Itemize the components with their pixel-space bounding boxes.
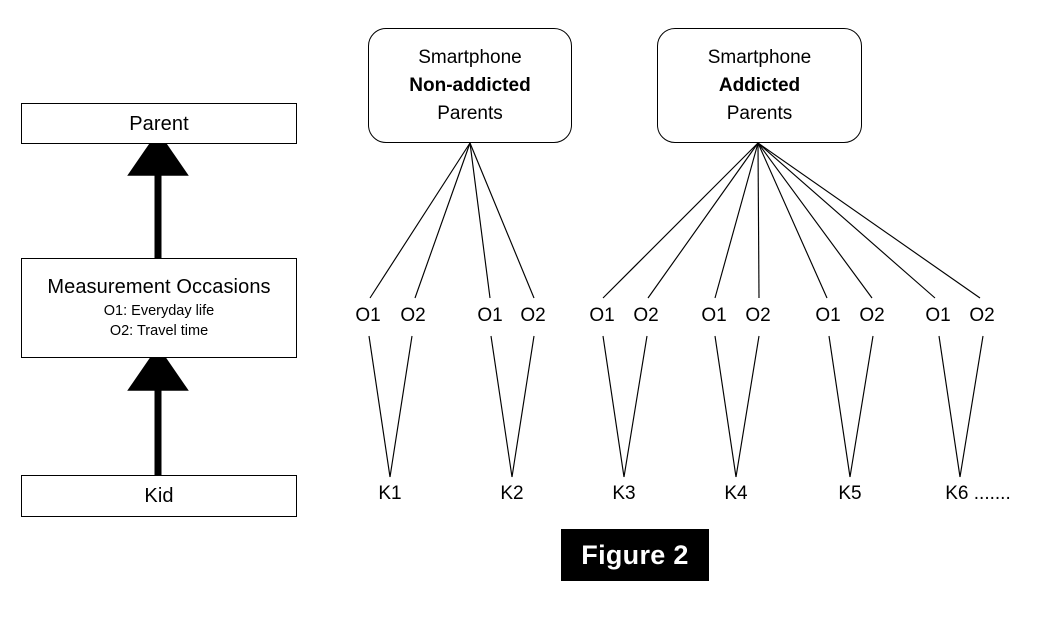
occasion-label: O1 [815,305,841,326]
fan-non-addicted [369,142,535,299]
occasion-label: O2 [400,305,426,326]
occasion-to-kid-links [368,335,984,478]
level-box-occasion-o1-definition: O1: Everyday life [103,303,215,319]
kid-label: K5 [838,483,862,504]
kid-label: K1 [378,483,402,504]
occasion-label: O1 [925,305,951,326]
group-box-addicted-line1: Smartphone [707,46,812,68]
level-box-occasion-o2-definition: O2: Travel time [109,323,209,339]
group-box-non-addicted-line1: Smartphone [418,46,522,68]
level-box-parent: Parent [21,103,297,144]
occasion-label: O1 [477,305,503,326]
kid-label: K2 [500,483,524,504]
occasion-label: O1 [701,305,727,326]
fan-addicted [602,142,981,299]
group-box-non-addicted-line2: Non-addicted [409,74,531,96]
group-box-addicted-parents: Smartphone Addicted Parents [657,28,862,143]
group-box-addicted-line3: Parents [726,102,793,124]
occasion-label: O1 [589,305,615,326]
figure-caption-label: Figure 2 [581,539,689,570]
occasion-label: O2 [859,305,885,326]
level-box-kid-title: Kid [144,485,174,507]
level-box-parent-title: Parent [129,112,189,135]
occasion-label: O2 [745,305,771,326]
occasion-label: O2 [969,305,995,326]
group-box-non-addicted-line3: Parents [437,102,503,124]
level-box-kid: Kid [21,475,297,517]
occasion-label: O2 [633,305,659,326]
level-box-measurement-occasions: Measurement Occasions O1: Everyday life … [21,258,297,358]
kid-label: K3 [612,483,636,504]
kid-label: K4 [724,483,748,504]
level-box-measurement-occasions-title: Measurement Occasions [47,276,271,298]
group-box-addicted-line2: Addicted [718,74,801,96]
group-box-non-addicted-parents: Smartphone Non-addicted Parents [368,28,572,143]
occasion-label: O1 [355,305,381,326]
kid-label: K6 ....... [945,483,1011,504]
occasion-label: O2 [520,305,546,326]
figure-caption: Figure 2 [561,529,709,581]
